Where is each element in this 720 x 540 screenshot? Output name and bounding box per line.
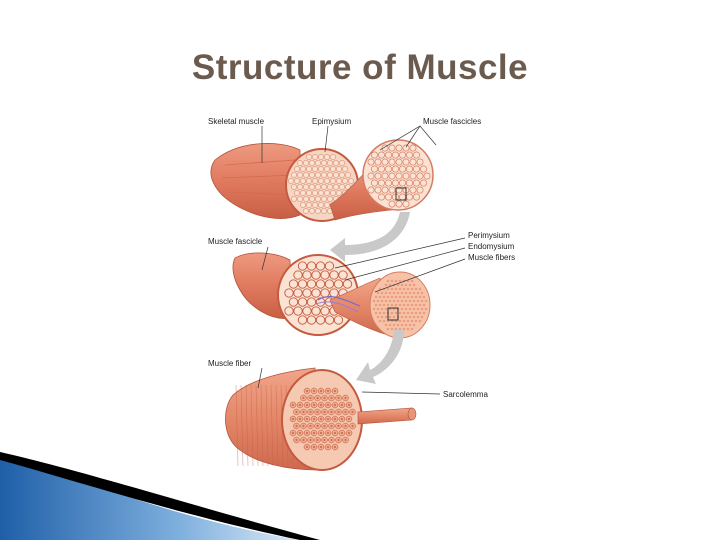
- panel-skeletal-muscle: Skeletal muscle Epimysium Muscle fascicl…: [208, 117, 481, 222]
- zoom-box-1: [395, 187, 407, 201]
- slide-title: Structure of Muscle: [191, 48, 529, 87]
- skeletal-muscle-belly: [210, 143, 301, 219]
- zoom-box-2: [387, 307, 399, 321]
- label-perimysium: Perimysium: [468, 231, 510, 240]
- label-muscle-fascicles: Muscle fascicles: [423, 117, 481, 126]
- myofibril-cluster: [289, 387, 356, 451]
- zoom-arrow-2: [356, 330, 404, 384]
- fascicle-belly: [232, 252, 293, 319]
- label-epimysium: Epimysium: [312, 117, 351, 126]
- panel-muscle-fiber: Muscle fiber Sarcolemma: [208, 359, 488, 471]
- panel-muscle-fascicle: Muscle fascicle Perimysium Endomysium Mu…: [208, 231, 515, 339]
- label-sarcolemma: Sarcolemma: [443, 390, 488, 399]
- label-endomysium: Endomysium: [468, 242, 515, 251]
- label-muscle-fascicle: Muscle fascicle: [208, 237, 263, 246]
- label-muscle-fiber: Muscle fiber: [208, 359, 251, 368]
- label-skeletal-muscle: Skeletal muscle: [208, 117, 265, 126]
- nerve-fibers: [317, 296, 361, 307]
- myofibril-strand: [357, 407, 413, 425]
- corner-swoosh-decoration: [0, 452, 320, 540]
- label-muscle-fibers: Muscle fibers: [468, 253, 515, 262]
- zoom-arrow-1: [330, 212, 410, 262]
